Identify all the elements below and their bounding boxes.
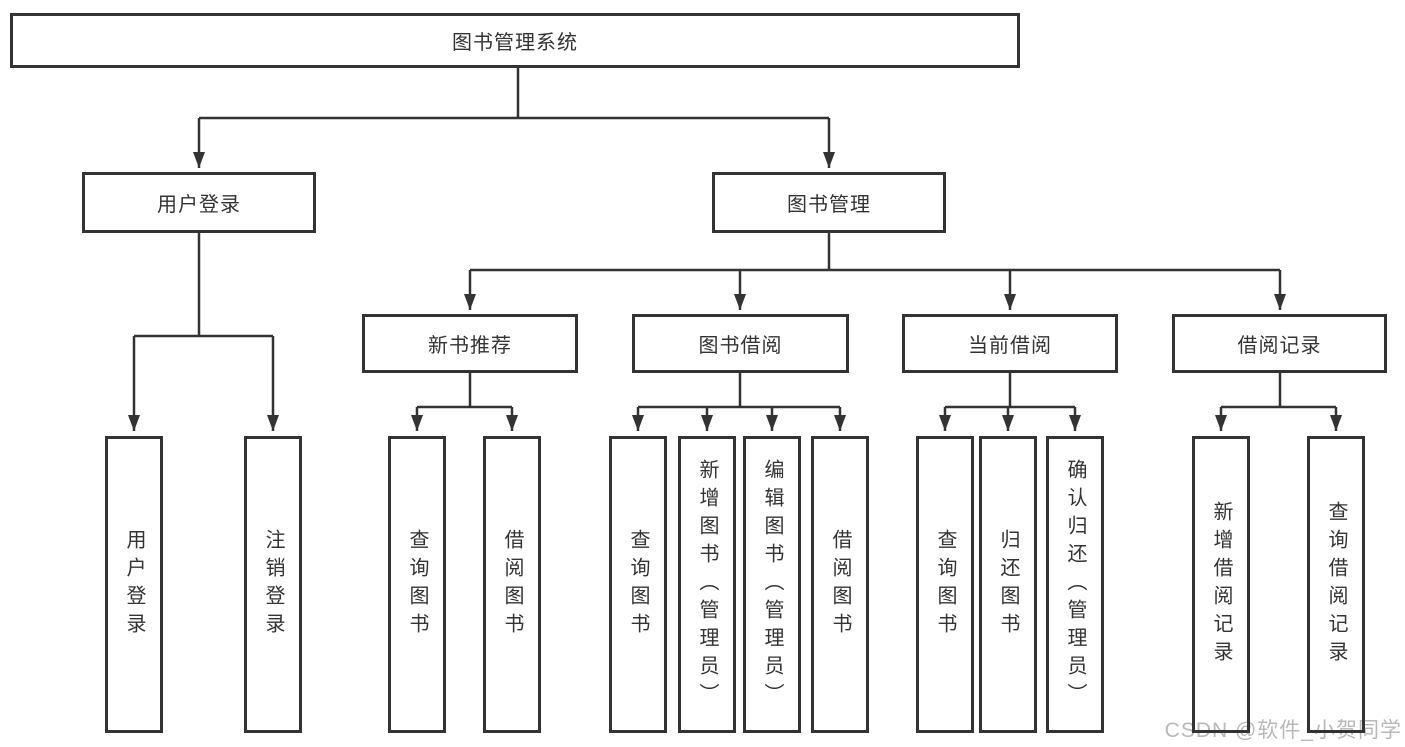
node-borrowing-records: 借阅记录 [1172, 314, 1387, 373]
leaf-borrow-books-recommend: 借阅图书 [483, 436, 541, 733]
leaf-add-borrow-record: 新增借阅记录 [1192, 436, 1250, 733]
node-label: 用户登录 [157, 194, 241, 216]
csdn-watermark: CSDN @软件_小贺同学 [1164, 719, 1402, 742]
leaf-query-borrow-record: 查询借阅记录 [1307, 436, 1365, 733]
leaf-label: 用户登录 [123, 528, 145, 641]
leaf-confirm-return-admin: 确认归还（管理员） [1046, 436, 1104, 733]
node-label: 新书推荐 [428, 335, 512, 357]
leaf-label: 新增图书（管理员） [696, 458, 718, 711]
leaf-label: 新增借阅记录 [1210, 500, 1232, 669]
leaf-label: 查询图书 [406, 528, 428, 641]
node-label: 当前借阅 [968, 335, 1052, 357]
leaf-logout: 注销登录 [244, 436, 302, 733]
leaf-label: 注销登录 [262, 528, 284, 641]
node-label: 图书借阅 [698, 335, 783, 357]
leaf-label: 查询图书 [627, 528, 649, 641]
leaf-label: 编辑图书（管理员） [761, 458, 783, 711]
leaf-query-books-recommend: 查询图书 [388, 436, 446, 733]
node-library-management-system: 图书管理系统 [10, 13, 1020, 68]
leaf-return-books: 归还图书 [979, 436, 1037, 733]
node-book-management: 图书管理 [712, 172, 946, 233]
node-label: 图书管理 [787, 194, 871, 216]
node-new-book-recommendation: 新书推荐 [362, 314, 578, 373]
leaf-query-books-current: 查询图书 [916, 436, 974, 733]
leaf-user-login: 用户登录 [105, 436, 163, 733]
leaf-add-books-admin: 新增图书（管理员） [678, 436, 736, 733]
node-current-borrowing: 当前借阅 [902, 314, 1118, 373]
leaf-label: 查询借阅记录 [1325, 500, 1347, 669]
leaf-label: 确认归还（管理员） [1064, 458, 1086, 711]
leaf-label: 查询图书 [934, 528, 956, 641]
node-label: 图书管理系统 [452, 32, 578, 54]
leaf-borrow-books-borrow: 借阅图书 [811, 436, 869, 733]
node-label: 借阅记录 [1237, 335, 1322, 357]
leaf-label: 借阅图书 [829, 528, 851, 641]
leaf-query-books-borrow: 查询图书 [609, 436, 667, 733]
leaf-edit-books-admin: 编辑图书（管理员） [743, 436, 801, 733]
node-user-login: 用户登录 [82, 172, 316, 233]
leaf-label: 归还图书 [997, 528, 1019, 641]
leaf-label: 借阅图书 [501, 528, 523, 641]
node-book-borrowing: 图书借阅 [632, 314, 849, 373]
